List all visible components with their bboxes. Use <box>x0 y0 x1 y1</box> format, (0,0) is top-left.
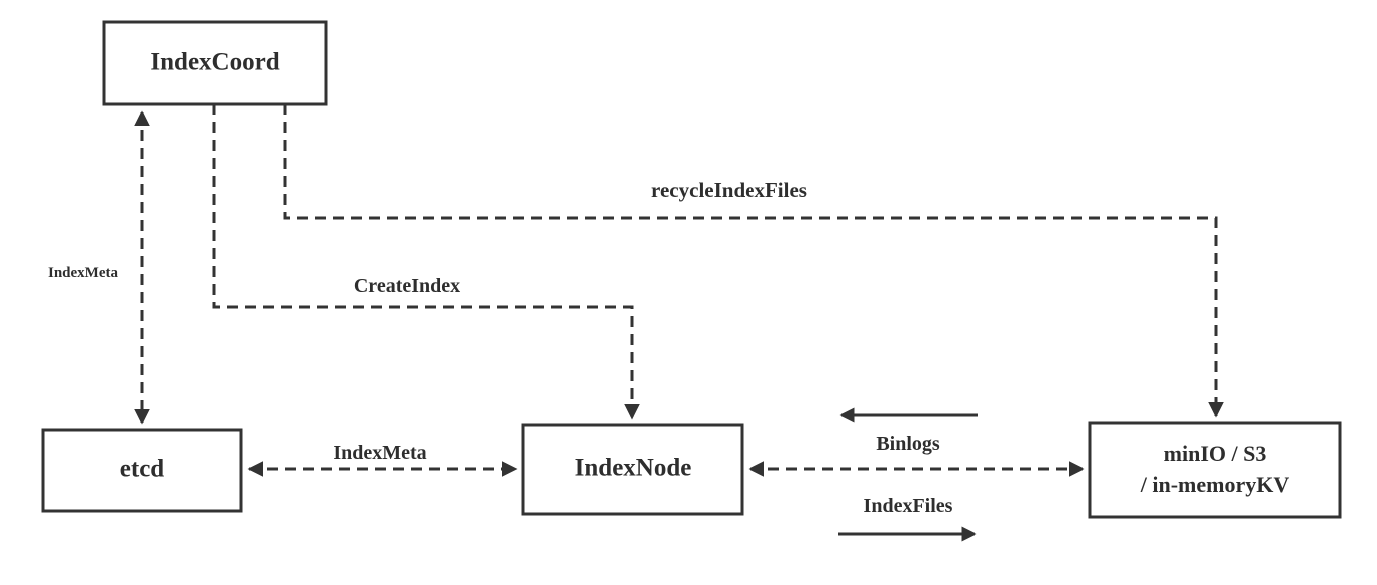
node-label-index-node: IndexNode <box>575 455 692 482</box>
node-etcd[interactable]: etcd <box>41 428 243 513</box>
edge-index-coord-minio: recycleIndexFiles <box>283 104 1224 418</box>
edge-label-binlogs: Binlogs <box>876 433 940 455</box>
edge-label-recycle-index-files: recycleIndexFiles <box>651 178 807 202</box>
edge-label-index-files: IndexFiles <box>864 495 953 517</box>
node-minio[interactable]: minIO / S3 / in-memoryKV <box>1088 421 1342 519</box>
node-box-index-node[interactable] <box>521 423 744 516</box>
edge-label-create-index: CreateIndex <box>354 275 460 297</box>
node-index-coord[interactable]: IndexCoord <box>102 20 328 106</box>
node-box-index-coord[interactable] <box>102 20 328 106</box>
edge-etcd-index-node: IndexMeta <box>247 442 518 477</box>
node-label-minio-line1: minIO / S3 <box>1164 441 1267 466</box>
edge-index-files: IndexFiles <box>838 495 977 542</box>
edge-index-coord-index-node: CreateIndex <box>212 104 640 420</box>
edge-binlogs: Binlogs <box>839 407 978 455</box>
node-label-index-coord: IndexCoord <box>150 49 279 76</box>
edge-label-index-meta-vertical: IndexMeta <box>48 265 118 281</box>
edge-label-index-meta-horizontal: IndexMeta <box>333 442 426 464</box>
node-box-minio[interactable] <box>1088 421 1342 519</box>
node-label-minio-line2: / in-memoryKV <box>1140 472 1290 497</box>
node-label-etcd: etcd <box>120 456 165 483</box>
node-box-etcd[interactable] <box>41 428 243 513</box>
edge-line-create-index <box>212 104 640 420</box>
edge-line-recycle-index-files <box>283 104 1224 418</box>
node-index-node[interactable]: IndexNode <box>521 423 744 516</box>
edge-index-coord-etcd: IndexMeta <box>48 110 150 425</box>
